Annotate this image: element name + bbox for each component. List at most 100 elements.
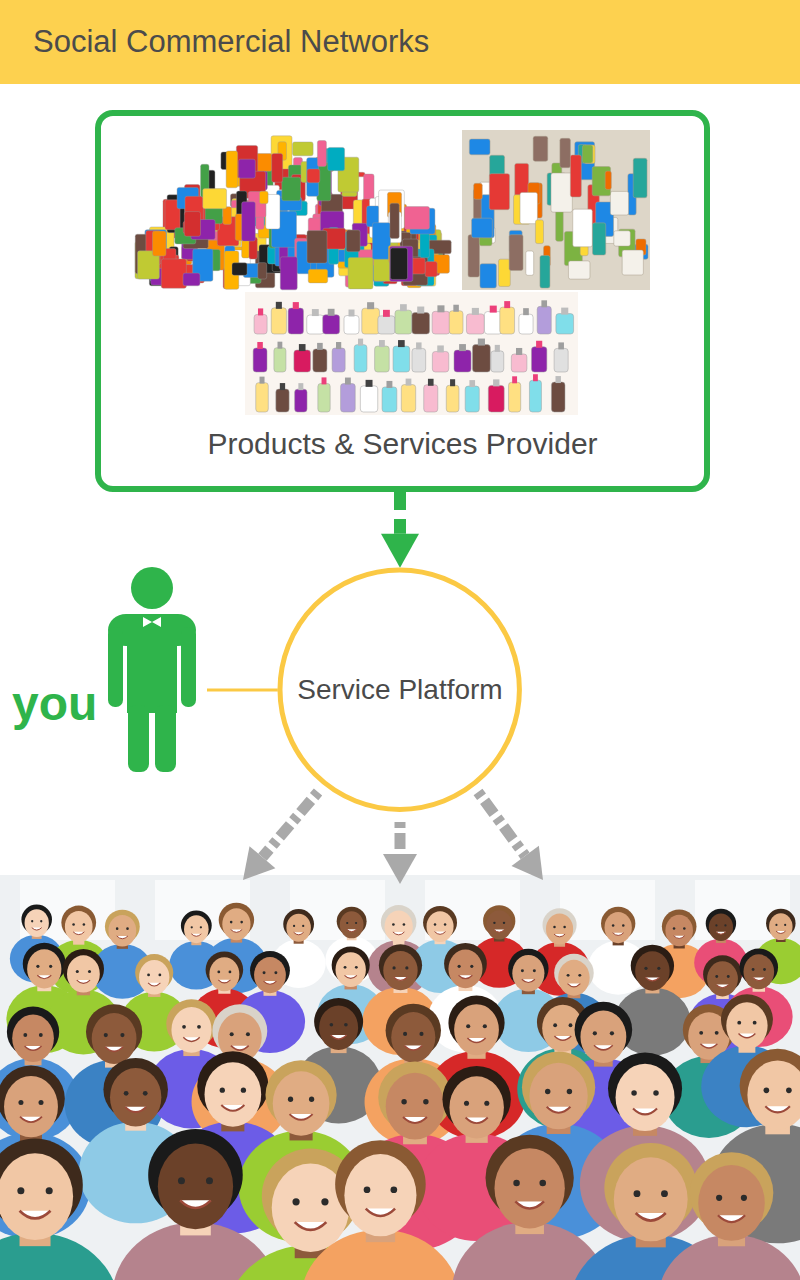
person-eye — [31, 920, 33, 922]
bottle — [360, 386, 377, 412]
product-item — [346, 230, 360, 252]
person-face — [769, 913, 792, 940]
person-eye — [569, 1023, 573, 1027]
person-smile — [700, 1044, 717, 1048]
bottle — [274, 348, 286, 372]
person-eye — [200, 926, 202, 928]
person-eye — [724, 924, 726, 926]
bottle-cap — [472, 308, 479, 315]
product-item — [509, 235, 523, 271]
person-smile — [331, 1035, 347, 1039]
product-item — [592, 167, 610, 196]
person-eye — [784, 924, 786, 926]
person-eye — [634, 1190, 641, 1197]
person-smile — [345, 975, 357, 978]
person-eye — [158, 974, 161, 977]
person-face — [449, 1076, 503, 1138]
person-eye — [330, 1023, 334, 1027]
bottle-cap — [322, 377, 327, 384]
person-photo — [0, 1139, 119, 1280]
product-item — [622, 250, 643, 275]
product-item — [480, 264, 496, 288]
person-shoulders — [108, 614, 196, 646]
person-face — [605, 912, 632, 943]
person-face — [65, 911, 93, 943]
person-eye — [493, 922, 495, 924]
product-item — [425, 262, 437, 277]
person-eye — [206, 1177, 213, 1184]
person-arm — [108, 627, 123, 707]
bottle — [531, 347, 546, 372]
person-face — [558, 960, 590, 996]
person-face — [391, 1012, 435, 1062]
product-item — [183, 273, 200, 286]
bottle-cap — [293, 302, 299, 309]
bottle-cap — [312, 309, 319, 316]
person-smile — [636, 1213, 666, 1221]
person-eye — [786, 1088, 792, 1094]
circle-shape — [280, 570, 519, 809]
bottle-cap — [504, 301, 510, 308]
product-item — [293, 142, 314, 156]
bottle — [253, 348, 267, 372]
product-item — [258, 263, 267, 279]
bottle — [432, 351, 448, 372]
arrow-shaft — [478, 792, 525, 856]
flow-arrow — [383, 822, 417, 884]
person-photo — [301, 1140, 460, 1280]
person-smile — [633, 1108, 657, 1114]
person-face — [698, 1165, 765, 1241]
bottle — [256, 383, 269, 412]
person-smile — [125, 1107, 146, 1112]
person-eye — [392, 966, 395, 969]
person-eye — [423, 1099, 428, 1104]
person-eye — [182, 1025, 186, 1029]
person-smile — [221, 1105, 244, 1111]
photo-ground — [0, 875, 800, 1280]
bottle-cap — [257, 342, 263, 349]
arrow-head — [512, 846, 543, 880]
bottle — [276, 389, 289, 412]
product-item — [307, 231, 327, 264]
person-smile — [718, 1215, 745, 1222]
product-item — [573, 209, 593, 247]
arrow-head — [383, 854, 417, 884]
bottle — [511, 354, 527, 372]
person-smile — [294, 932, 304, 934]
product-item — [390, 246, 413, 281]
product-item — [259, 191, 268, 203]
bottle-cap — [450, 379, 455, 386]
product-item — [328, 147, 345, 170]
person-eye — [631, 1090, 636, 1095]
person-smile — [148, 983, 160, 986]
person-eye — [403, 923, 406, 926]
title-text: Social Commercial Networks — [0, 0, 429, 84]
person-smile — [290, 1114, 313, 1120]
product-item — [472, 218, 493, 238]
bottle-cap — [276, 302, 282, 309]
person-eye — [39, 1033, 43, 1037]
node-label: Products & Services Provider — [207, 426, 597, 462]
person-smile — [753, 977, 765, 980]
person-face — [344, 1154, 416, 1236]
person-face — [384, 911, 412, 943]
bottle-cap — [317, 343, 323, 350]
person-head — [131, 567, 173, 609]
product-item — [582, 145, 592, 163]
product-item — [184, 212, 200, 237]
person-eye — [753, 1021, 757, 1025]
bottle — [332, 348, 345, 372]
person-smile — [32, 928, 42, 930]
bottle-cap — [437, 345, 444, 352]
person-smile — [20, 1117, 42, 1122]
product-item — [203, 189, 227, 209]
bottle-cap — [383, 310, 390, 317]
person-eye — [466, 1024, 470, 1028]
person-eye — [661, 1190, 668, 1197]
person-face — [108, 915, 136, 947]
person-face — [616, 1064, 675, 1131]
person-eye — [741, 1195, 747, 1201]
bottle — [554, 348, 568, 372]
product-item — [605, 171, 611, 189]
